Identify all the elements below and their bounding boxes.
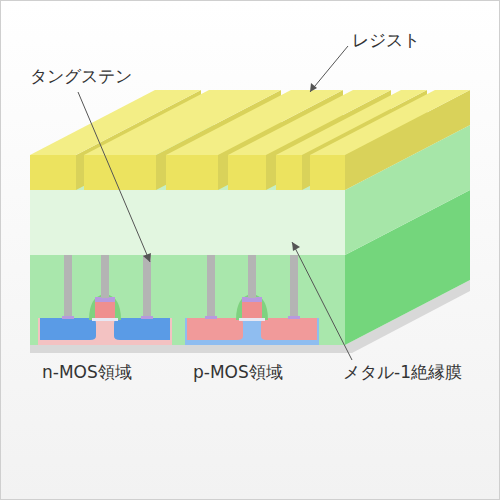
label-resist: レジスト bbox=[352, 30, 420, 50]
nmos-transistor bbox=[38, 255, 172, 345]
resist-front bbox=[228, 155, 266, 190]
contact-silicide bbox=[288, 316, 300, 319]
n-diffusion bbox=[40, 318, 96, 340]
tungsten-plug bbox=[64, 255, 72, 319]
p-well bbox=[38, 318, 172, 345]
tungsten-plug bbox=[290, 255, 298, 319]
resist-front bbox=[310, 155, 345, 190]
arrow-head bbox=[310, 83, 317, 92]
resist-front bbox=[84, 155, 156, 190]
gate-poly bbox=[242, 301, 262, 319]
gate-poly bbox=[95, 301, 115, 319]
region-label: n-MOS領域 bbox=[42, 362, 132, 382]
lower-layer-front bbox=[30, 255, 345, 345]
resist-front bbox=[166, 155, 218, 190]
region-label: p-MOS領域 bbox=[193, 362, 283, 382]
arrow-head bbox=[143, 253, 151, 262]
n-well bbox=[185, 318, 319, 345]
resist-stripes bbox=[30, 90, 470, 190]
tungsten-plug bbox=[101, 255, 109, 298]
tungsten-plug bbox=[143, 255, 151, 319]
p-diffusion bbox=[261, 318, 317, 340]
label-insulator: メタル-1絶縁膜 bbox=[343, 362, 462, 382]
gate-oxide bbox=[92, 318, 118, 321]
resist-top bbox=[310, 90, 470, 155]
tungsten-plug bbox=[248, 255, 256, 298]
resist-front bbox=[276, 155, 302, 190]
leader-lines bbox=[78, 46, 352, 360]
leader-heads bbox=[143, 83, 317, 262]
insulator-front bbox=[30, 190, 345, 255]
pmos-transistor bbox=[185, 255, 319, 345]
arrow-head bbox=[292, 242, 300, 251]
contact-silicide bbox=[205, 316, 217, 319]
p-diffusion bbox=[187, 318, 243, 340]
leader-line bbox=[78, 92, 150, 262]
leader-line bbox=[292, 242, 352, 360]
resist-front bbox=[30, 155, 76, 190]
contact-silicide bbox=[141, 316, 153, 319]
contact-silicide bbox=[62, 316, 74, 319]
gate-oxide bbox=[239, 318, 265, 321]
leader-line bbox=[310, 46, 348, 92]
tungsten-plug bbox=[207, 255, 215, 319]
n-diffusion bbox=[114, 318, 170, 340]
label-tungsten: タングステン bbox=[30, 66, 132, 86]
